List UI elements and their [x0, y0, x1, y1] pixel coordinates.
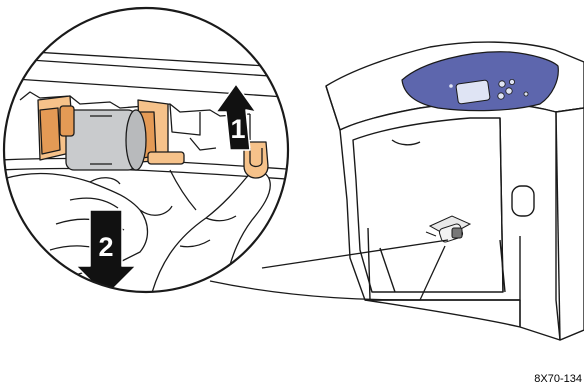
control-button — [524, 92, 528, 96]
pick-roller — [60, 106, 146, 170]
figure-id: 8X70-134 — [534, 373, 582, 385]
magnifier-inset — [0, 8, 300, 320]
control-button — [499, 81, 505, 87]
step-1-label: 1 — [230, 114, 245, 144]
printer-side-panel — [556, 108, 584, 340]
control-button — [509, 79, 514, 84]
step-2-label: 2 — [98, 232, 113, 262]
control-button — [498, 93, 504, 99]
control-button — [506, 88, 512, 94]
status-light — [449, 84, 453, 88]
display-screen — [456, 80, 490, 104]
